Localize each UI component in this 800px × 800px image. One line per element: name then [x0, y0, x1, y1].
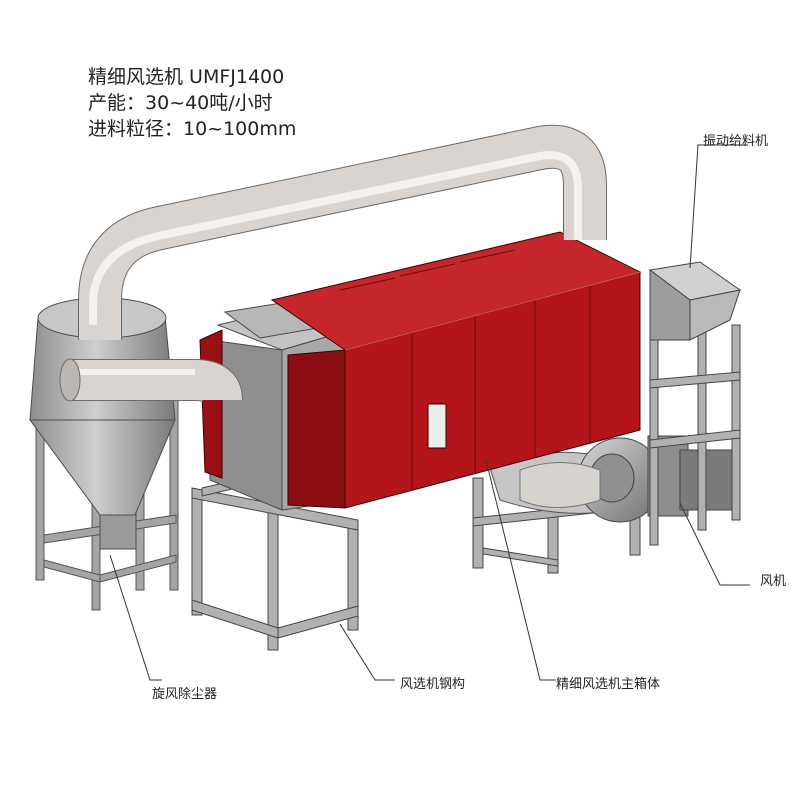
- model-title: 精细风选机 UMFJ1400: [88, 66, 285, 88]
- leader-main-box: [485, 459, 556, 681]
- leader-cyclone: [109, 554, 162, 681]
- leader-steel-frame: [339, 623, 395, 681]
- leader-lines: [109, 144, 750, 681]
- label-main-box: 精细风选机主箱体: [556, 677, 661, 692]
- label-cyclone-dust-collector: 旋风除尘器: [152, 687, 218, 702]
- label-fan: 风机: [760, 574, 787, 589]
- capacity-text: 产能：30~40吨/小时: [88, 92, 273, 114]
- label-vibrating-feeder: 振动给料机: [703, 134, 769, 149]
- feed-size-text: 进料粒径：10~100mm: [88, 118, 297, 140]
- label-steel-frame: 风选机钢构: [400, 677, 466, 692]
- cyclone-dust-collector: [29, 297, 179, 611]
- fine-air-separator-main-box: [199, 231, 642, 509]
- leader-feeder: [689, 144, 748, 269]
- vibrating-feeder: [648, 261, 742, 546]
- air-duct: [59, 124, 607, 508]
- leader-fan: [679, 502, 750, 586]
